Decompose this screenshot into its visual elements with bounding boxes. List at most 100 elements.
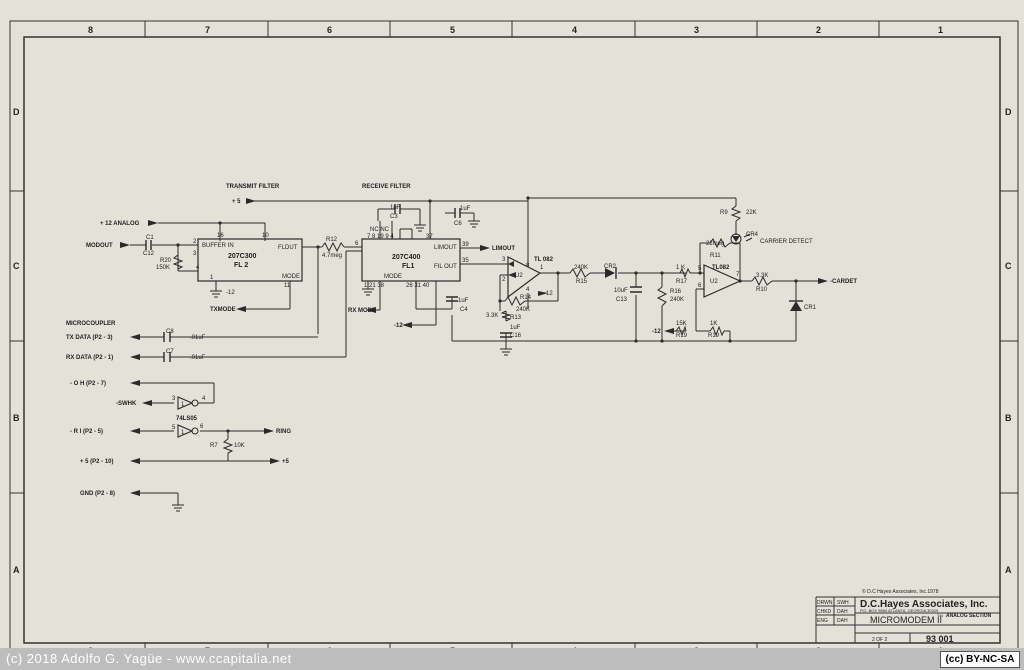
c6-label: C6 (454, 221, 462, 227)
r10-value: 3.3K (756, 273, 768, 279)
receive-filter-label: RECEIVE FILTER (362, 184, 411, 190)
neg12-fl1-label: -12 (394, 323, 403, 329)
row-label-left: B (13, 413, 20, 423)
r19a-label: R19 (676, 333, 688, 339)
transmit-filter-label: TRANSMIT FILTER (226, 184, 280, 190)
r11-label: R11 (710, 253, 721, 259)
inv1-lbl: 1 (181, 402, 185, 408)
title-block (815, 596, 1000, 643)
fl1-chip (361, 238, 461, 282)
row-label-right: D (1005, 107, 1012, 117)
plus12-analog-label: + 12 ANALOG (100, 221, 140, 227)
inv1-p4: 4 (202, 396, 206, 402)
u2a-p3: 3 (502, 257, 506, 263)
fl1-pin35: 35 (462, 258, 469, 264)
neg12-u2b-label: -12 (652, 329, 661, 335)
fl2-pin4: 4 (196, 265, 200, 271)
row-label-right: B (1005, 413, 1012, 423)
u2a-p4: 4 (526, 287, 530, 293)
u2a-p2: 2 (502, 277, 506, 283)
fl1-top-pins: 7 8 19 9 4 (367, 234, 394, 240)
r7-value: 10K (234, 443, 245, 449)
r10-label: R10 (756, 287, 768, 293)
resistor-symbols (172, 205, 773, 454)
tb-checked-by: DAH (837, 609, 848, 615)
c1-label: C1 (146, 235, 154, 241)
cr1-label: CR1 (804, 305, 817, 311)
rxmode-label: RX MODE (348, 308, 376, 314)
c8-value: .01uF (190, 335, 206, 341)
fl2-fldut: FLDUT (278, 245, 298, 251)
tb-title: MICROMODEM II (870, 615, 942, 625)
col-label-top: 6 (327, 25, 332, 35)
carrier-detect-label: CARRIER DETECT (760, 239, 813, 245)
tb-number: 93 001 (926, 634, 954, 644)
tx-data-label: TX DATA (P2 - 3) (66, 335, 113, 341)
ri-label: - R I (P2 - 5) (70, 429, 103, 435)
inverter-2-bubble (191, 427, 199, 435)
u2a-p8: 8 (526, 263, 530, 269)
tb-copyright: © D.C Hayes Associates, Inc.1978 (862, 588, 939, 595)
fl2-ref: FL 2 (234, 262, 248, 269)
c16-label: C16 (510, 333, 522, 339)
txmode-label: TXMODE (210, 307, 236, 313)
fl2-pin3: 3 (193, 251, 197, 257)
c13-label: C13 (616, 297, 628, 303)
r12-label: R12 (326, 237, 338, 243)
fl2-buffer-in: BUFFER IN (202, 243, 234, 249)
signal-arrows (120, 198, 828, 496)
tb-eng-by: DAH (837, 618, 848, 624)
footer-bar: (c) 2018 Adolfo G. Yagüe - www.ccapitali… (0, 648, 1024, 670)
tb-sheet: 2 OF 2 (872, 637, 888, 643)
fl1-limout: LIMOUT (434, 245, 457, 251)
u2a-neg12: -12 (544, 291, 553, 297)
inv2-p5: 5 (172, 425, 176, 431)
fl2-pin2: 2 (193, 239, 197, 245)
c4-label: C4 (460, 307, 468, 313)
fl2-pin16: 16 (217, 233, 224, 239)
wiring (130, 197, 818, 505)
c8-label: C8 (166, 329, 174, 335)
p5-label: + 5 (P2 - 10) (80, 459, 114, 465)
inverter-1-bubble (191, 399, 199, 407)
r15-value: 240K (574, 265, 588, 271)
inv1-p3: 3 (172, 396, 176, 402)
r13-value: 3.3K (486, 313, 498, 319)
r9-value: 22K (746, 210, 757, 216)
fl1-pin37: 37 (426, 234, 433, 240)
tb-drawn: DRWN (817, 600, 833, 606)
r15-label: R15 (576, 279, 588, 285)
col-label-top: 1 (938, 25, 943, 35)
fl1-pin6: 6 (355, 241, 359, 247)
inverter-2 (177, 424, 194, 438)
u2b-p7: 7 (736, 272, 740, 278)
u2a-type: TL 082 (534, 257, 554, 263)
r17-value: 1 K (676, 265, 685, 271)
u2a-p1: 1 (540, 265, 544, 271)
r20-label: R20 (160, 258, 172, 264)
cr2-label: CR2 (604, 264, 617, 270)
r16-label: R16 (670, 289, 682, 295)
tb-drawn-by: SWH (837, 600, 849, 606)
r13-label: R13 (510, 315, 522, 321)
row-label-left: C (13, 261, 20, 271)
c3-value: 1uF (390, 205, 401, 211)
u2b-type: TL082 (712, 265, 730, 271)
swhk-label: -SWHK (116, 401, 137, 407)
r19b-label: R19 (708, 333, 720, 339)
tb-eng: ENG (817, 618, 828, 624)
tb-subtitle: ANALOG SECTION (946, 613, 992, 619)
u2a-opamp (507, 256, 542, 299)
r7-label: R7 (210, 443, 218, 449)
u2b-p6: 6 (698, 283, 702, 289)
r17-label: R17 (676, 279, 688, 285)
u2b-opamp (703, 264, 742, 298)
c12-label: C12 (143, 251, 155, 257)
limout-label: LIMOUT (492, 246, 515, 252)
inv1-ref: 74LS05 (176, 416, 198, 422)
oh-label: - O H (P2 - 7) (70, 381, 106, 387)
r19a-value: 15K (676, 321, 687, 327)
fl1-top-nc: NC NC (370, 227, 390, 233)
col-label-top: 4 (572, 25, 577, 35)
